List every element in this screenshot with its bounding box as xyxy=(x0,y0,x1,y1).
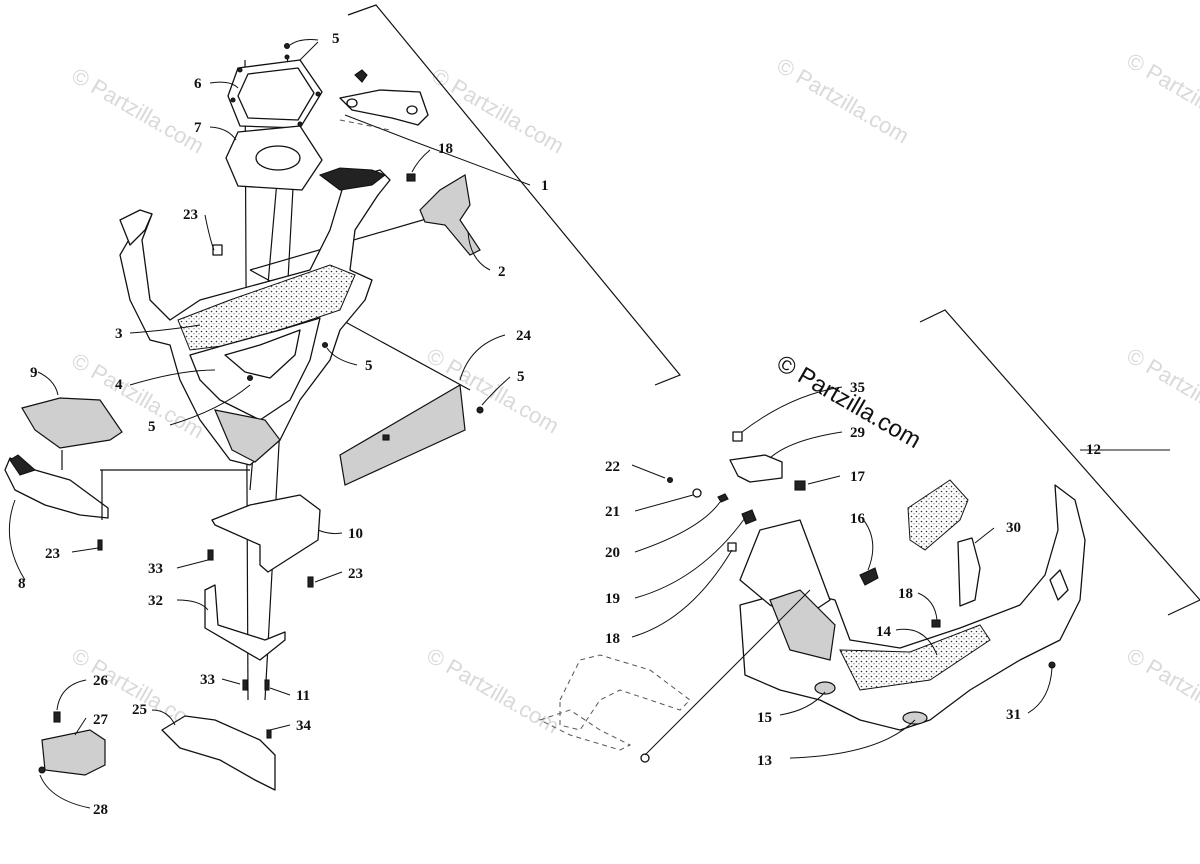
callout-12: 12 xyxy=(1086,442,1101,458)
callout-9: 9 xyxy=(30,365,38,381)
callout-32: 32 xyxy=(148,593,163,609)
callout-13: 13 xyxy=(757,753,772,769)
part-10-shield xyxy=(211,494,321,573)
callout-5-c: 5 xyxy=(148,419,156,435)
callout-19: 19 xyxy=(605,591,620,607)
part-29-bracket xyxy=(729,454,783,483)
right-assembly xyxy=(538,431,1086,763)
part-32-bracket xyxy=(204,584,286,661)
callout-33-b: 33 xyxy=(200,672,215,688)
callout-6: 6 xyxy=(194,76,202,92)
callout-23-c: 23 xyxy=(348,566,363,582)
callout-4: 4 xyxy=(115,377,123,393)
callout-8: 8 xyxy=(18,576,26,592)
part-27-module xyxy=(41,729,106,776)
callout-labels: 1 2 3 4 5 5 5 5 6 7 8 9 10 11 12 13 14 1… xyxy=(18,31,1101,818)
callout-5-d: 5 xyxy=(517,369,525,385)
callout-29: 29 xyxy=(850,425,865,441)
callout-28: 28 xyxy=(93,802,108,818)
callout-5-b: 5 xyxy=(365,358,373,374)
callout-26: 26 xyxy=(93,673,109,689)
assembly-brackets xyxy=(347,4,1200,616)
callout-16: 16 xyxy=(850,511,866,527)
callout-15: 15 xyxy=(757,710,772,726)
callout-5-a: 5 xyxy=(332,31,340,47)
watermark: © Partzilla.com xyxy=(423,643,564,739)
callout-33-a: 33 xyxy=(148,561,163,577)
callout-11: 11 xyxy=(296,688,310,704)
watermark: © Partzilla.com xyxy=(1123,643,1200,739)
watermark: © Partzilla.com xyxy=(1123,48,1200,144)
watermark-prominent: © Partzilla.com xyxy=(772,350,926,454)
callout-18-a: 18 xyxy=(438,141,453,157)
callout-10: 10 xyxy=(348,526,363,542)
callout-35: 35 xyxy=(850,380,865,396)
callout-21: 21 xyxy=(605,504,620,520)
part-12-front-bumper xyxy=(739,484,1086,731)
watermark: © Partzilla.com xyxy=(1123,343,1200,439)
callout-3: 3 xyxy=(115,326,123,342)
part-2 xyxy=(419,174,481,256)
callout-25: 25 xyxy=(132,702,147,718)
callout-7: 7 xyxy=(194,120,202,136)
callout-30: 30 xyxy=(1006,520,1021,536)
hinge-bracket xyxy=(339,89,429,126)
leader-lines xyxy=(8,39,1170,809)
part-30-plate xyxy=(907,479,969,551)
callout-18-b: 18 xyxy=(898,586,913,602)
callout-2: 2 xyxy=(498,264,506,280)
callout-20: 20 xyxy=(605,545,620,561)
callout-14: 14 xyxy=(876,624,892,640)
callout-1: 1 xyxy=(541,178,549,194)
watermark: © Partzilla.com xyxy=(773,53,914,149)
callout-22: 22 xyxy=(605,459,620,475)
callout-34: 34 xyxy=(296,718,312,734)
callout-31: 31 xyxy=(1006,707,1021,723)
part-35 xyxy=(732,431,743,442)
callout-24: 24 xyxy=(516,328,532,344)
part-9-panel xyxy=(21,397,123,449)
part-24-plate xyxy=(339,384,466,486)
watermark: © Partzilla.com xyxy=(68,63,209,159)
callout-23-a: 23 xyxy=(183,207,198,223)
part-25-guard xyxy=(161,715,276,791)
left-assembly xyxy=(4,42,484,791)
callout-23-b: 23 xyxy=(45,546,60,562)
part-8-guard xyxy=(4,457,109,519)
callout-17: 17 xyxy=(850,469,866,485)
callout-18-c: 18 xyxy=(605,631,620,647)
callout-27: 27 xyxy=(93,712,109,728)
